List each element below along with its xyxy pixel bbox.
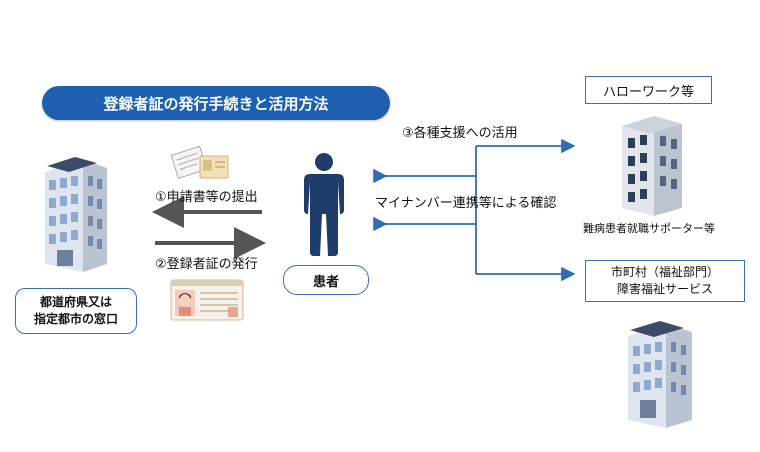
patient-label: 患者	[283, 265, 369, 295]
city-line1: 市町村（福祉部門）	[610, 265, 719, 279]
city-box: 市町村（福祉部門） 障害福祉サービス	[585, 260, 745, 302]
office-box: 都道府県又は 指定都市の窓口	[15, 288, 137, 334]
office-building-icon	[45, 157, 107, 272]
office-line2: 指定都市の窓口	[33, 312, 118, 326]
city-building-icon	[628, 321, 692, 428]
patient-person-icon	[304, 153, 344, 256]
mynumber-connector	[373, 138, 576, 282]
step-issue-label: ②登録者証の発行	[155, 257, 258, 272]
registration-card-icon	[170, 279, 244, 321]
application-documents-icon	[170, 145, 229, 179]
office-line1: 都道府県又は	[39, 295, 112, 309]
hellowork-box: ハローワーク等	[585, 76, 712, 104]
diagram-title: 登録者証の発行手続きと活用方法	[42, 86, 390, 120]
mynumber-label: マイナンバー連携等による確認	[375, 196, 557, 211]
city-line2: 障害福祉サービス	[616, 282, 713, 296]
hellowork-building-icon	[622, 116, 682, 216]
hellowork-caption: 難病患者就職サポーター等	[583, 222, 715, 235]
step-submit-label: ①申請書等の提出	[155, 190, 258, 205]
step-use-label: ③各種支援への活用	[402, 126, 518, 141]
